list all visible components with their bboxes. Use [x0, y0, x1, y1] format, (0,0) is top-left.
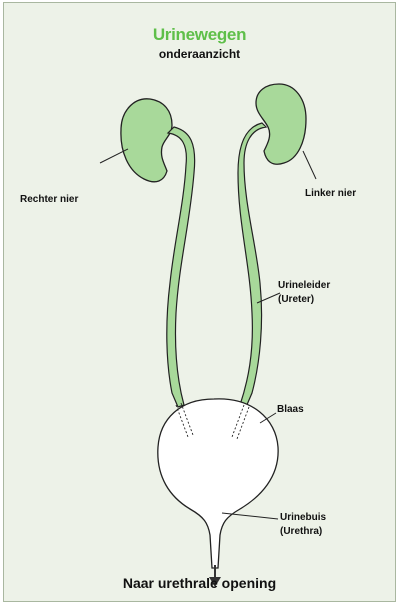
label-ureter-line1: Urineleider — [278, 279, 330, 293]
right-kidney — [121, 99, 172, 182]
label-urethra-line1: Urinebuis — [280, 511, 326, 525]
diagram-panel: Urinewegen onderaanzicht Rechter nier Li… — [3, 2, 396, 602]
label-bladder: Blaas — [277, 403, 304, 417]
label-urethra: Urinebuis (Urethra) — [280, 511, 326, 539]
bladder — [158, 399, 278, 568]
left-ureter — [238, 123, 266, 407]
bottom-caption: Naar urethrale opening — [4, 575, 395, 591]
label-ureter-line2: (Ureter) — [278, 293, 330, 307]
label-right-kidney: Rechter nier — [20, 193, 78, 207]
leader-right-kidney — [100, 149, 128, 163]
leader-left-kidney — [303, 151, 316, 179]
label-urethra-line2: (Urethra) — [280, 525, 326, 539]
urinary-tract-illustration — [4, 3, 397, 603]
label-ureter: Urineleider (Ureter) — [278, 279, 330, 307]
right-ureter — [167, 127, 195, 407]
label-left-kidney: Linker nier — [305, 187, 356, 201]
